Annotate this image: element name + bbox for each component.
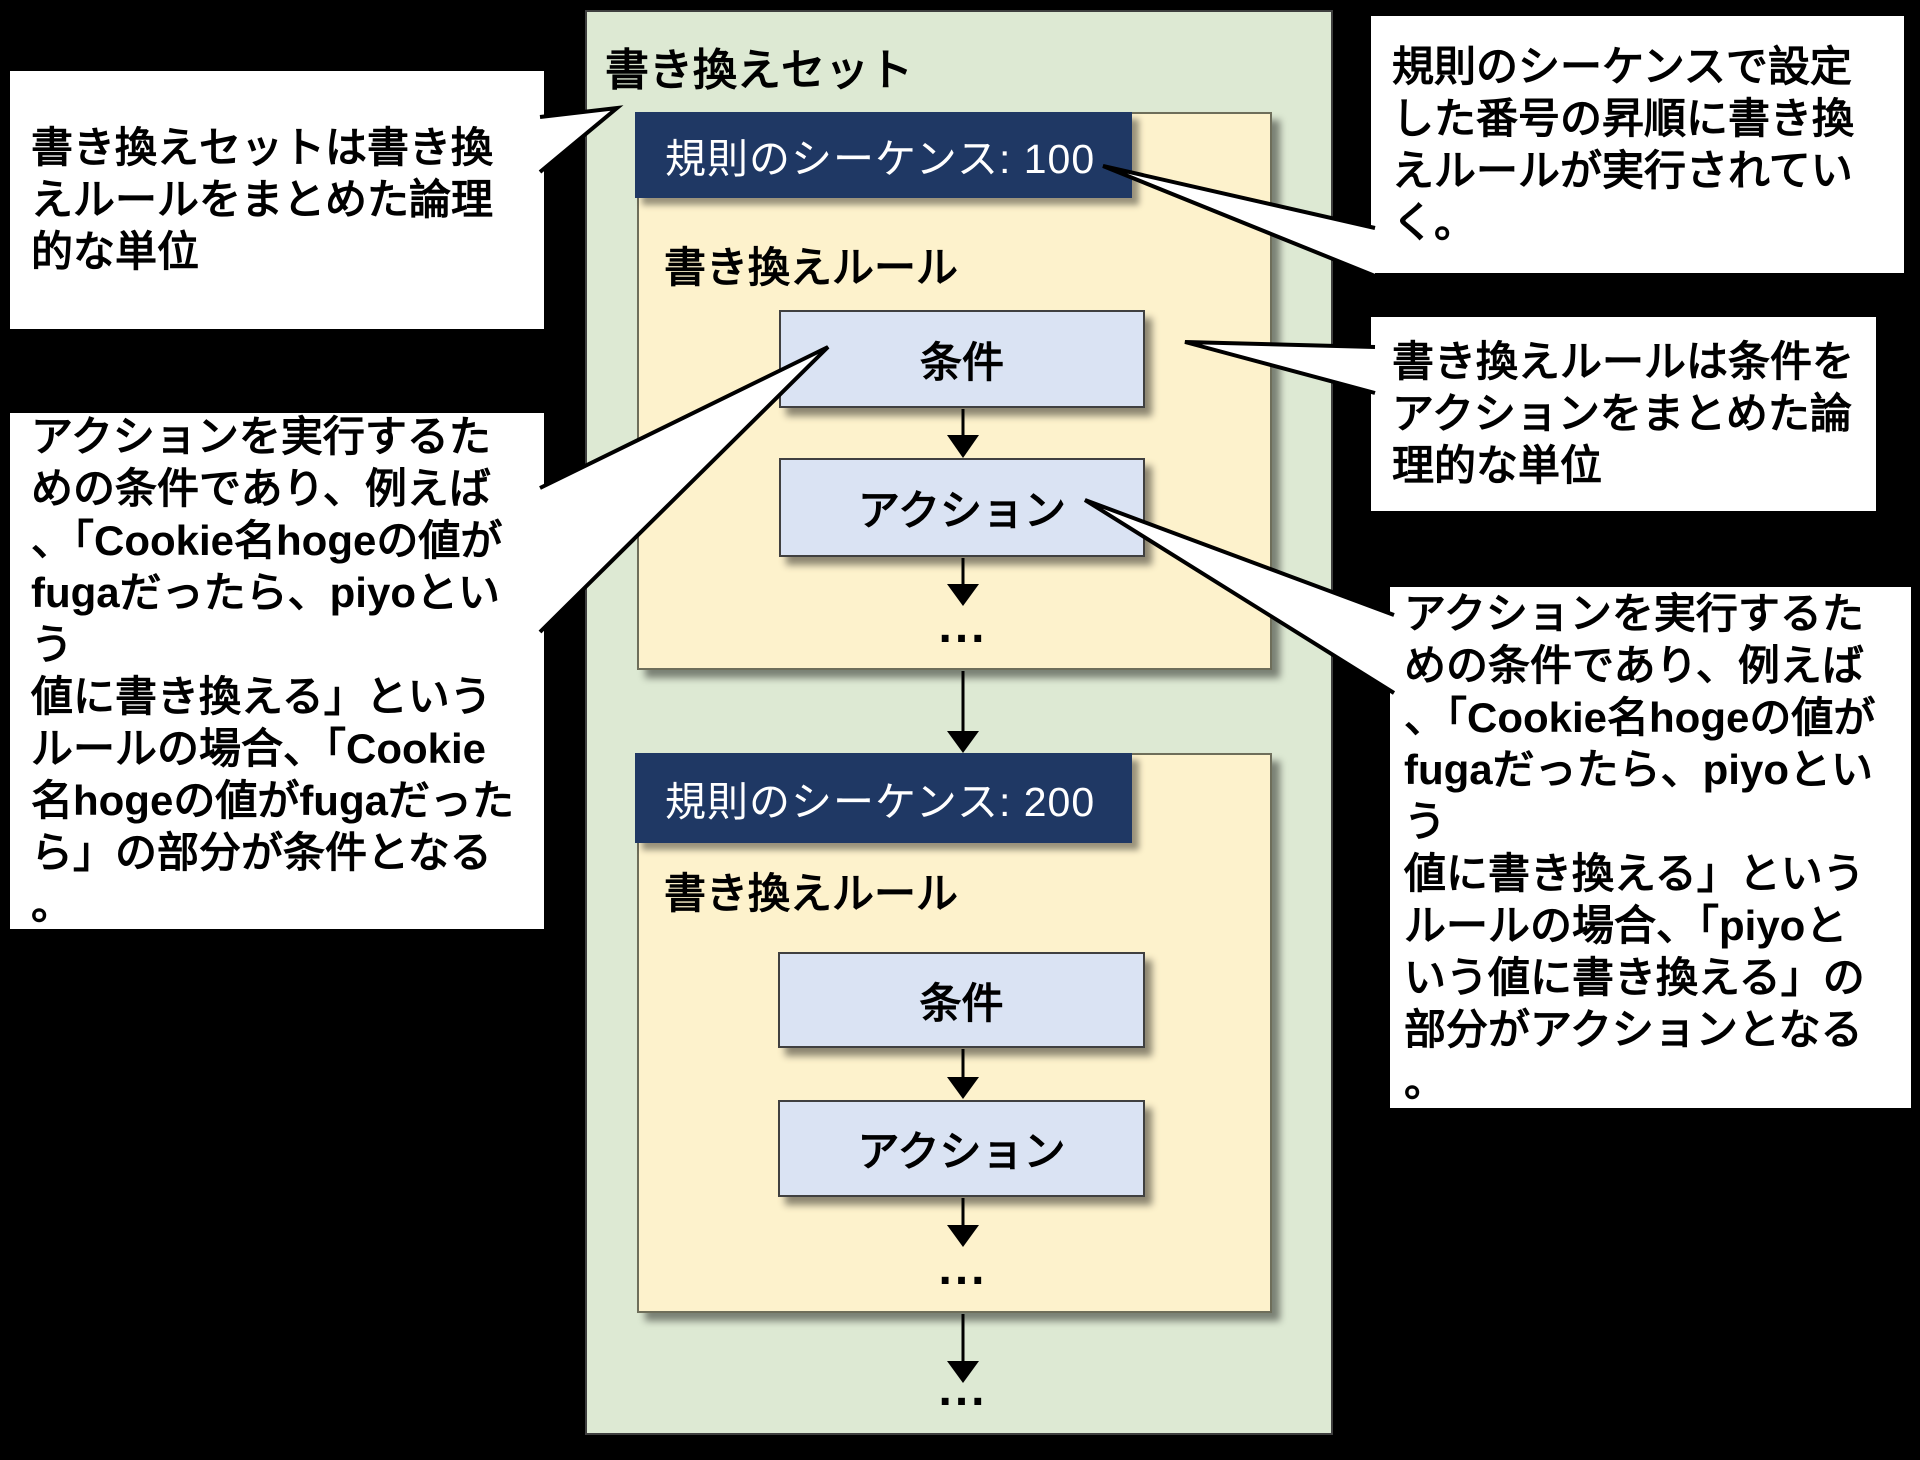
- callout-rewrite-set-text: 書き換えセットは書き換 えルールをまとめた論理 的な単位: [31, 124, 494, 275]
- condition-box-1: 条件: [779, 310, 1145, 408]
- callout-condition-detail: アクションを実行するた めの条件であり、例えば 、「Cookie名hogeの値が…: [6, 409, 548, 933]
- callout-condition-detail-text: アクションを実行するた めの条件であり、例えば 、「Cookie名hogeの値が…: [31, 413, 514, 928]
- rewrite-set-title: 書き換えセット: [605, 46, 913, 95]
- condition-box-2: 条件: [778, 952, 1145, 1048]
- action-box-2: アクション: [778, 1100, 1145, 1197]
- ellipsis-dots-trailing: ...: [938, 1363, 988, 1416]
- callout-sequence-order: 規則のシーケンスで設定 した番号の昇順に書き換 えルールが実行されてい く。: [1367, 12, 1908, 277]
- callout-sequence-order-text: 規則のシーケンスで設定 した番号の昇順に書き換 えルールが実行されてい く。: [1392, 42, 1855, 246]
- ellipsis-dots-2: ...: [938, 1242, 988, 1295]
- callout-action-detail-text: アクションを実行するた めの条件であり、例えば 、「Cookie名hogeの値が…: [1404, 589, 1876, 1105]
- callout-rule-unit-text: 書き換えルールは条件を アクションをまとめた論 理的な単位: [1392, 338, 1855, 489]
- rule-label-1: 書き換えルール: [664, 244, 959, 291]
- action-box-1: アクション: [779, 458, 1145, 557]
- rule-label-2: 書き換えルール: [664, 870, 959, 917]
- callout-action-detail: アクションを実行するた めの条件であり、例えば 、「Cookie名hogeの値が…: [1386, 583, 1915, 1112]
- sequence-header-1: 規則のシーケンス: 100: [635, 112, 1132, 198]
- callout-rewrite-set: 書き換えセットは書き換 えルールをまとめた論理 的な単位: [6, 67, 548, 333]
- callout-rule-unit: 書き換えルールは条件を アクションをまとめた論 理的な単位: [1367, 313, 1880, 515]
- sequence-header-2: 規則のシーケンス: 200: [635, 753, 1132, 843]
- ellipsis-dots-1: ...: [938, 600, 988, 653]
